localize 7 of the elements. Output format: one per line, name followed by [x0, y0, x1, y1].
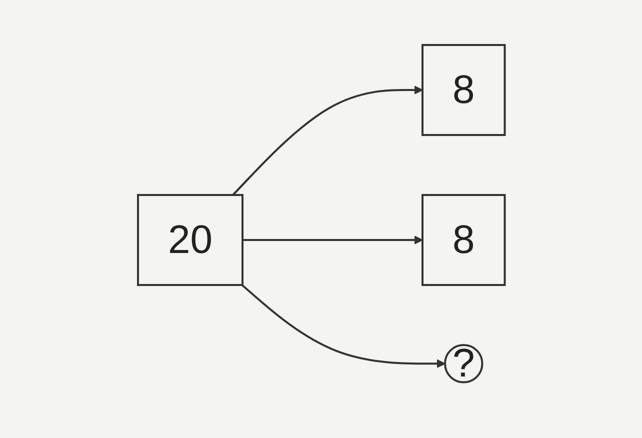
node-box: 8 — [421, 44, 506, 136]
node-box: 20 — [136, 194, 244, 286]
arrow — [232, 85, 423, 196]
arrow — [241, 284, 446, 368]
node-box: 8 — [421, 194, 506, 286]
node-circle: ? — [444, 344, 483, 383]
arrow — [242, 235, 423, 244]
